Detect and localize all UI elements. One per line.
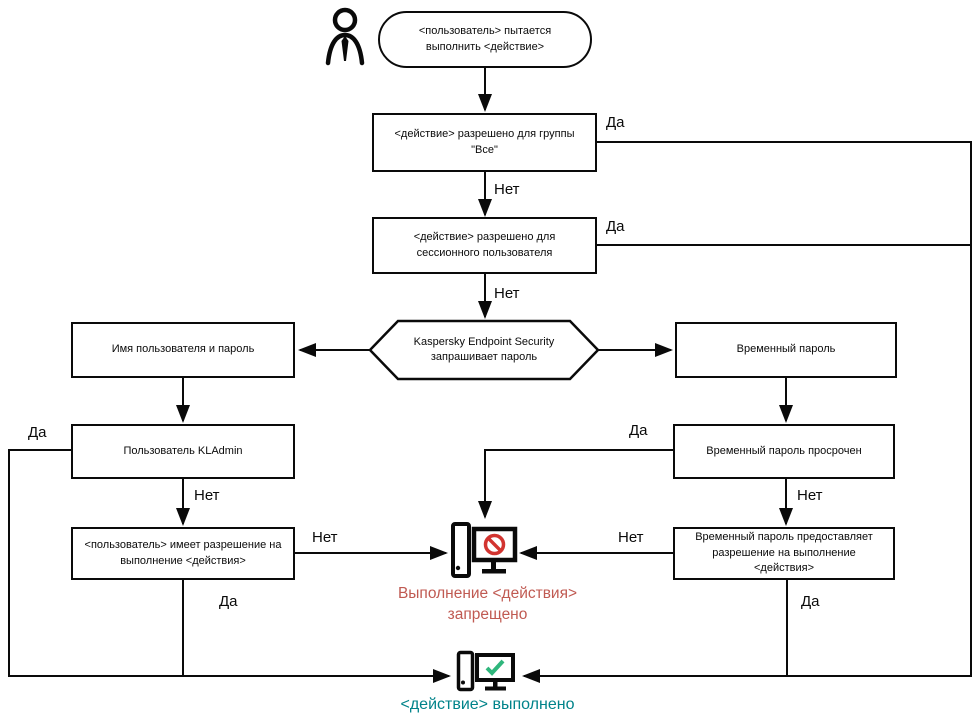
denied-text-line1: Выполнение <действия> [397, 585, 578, 602]
node-user-has-permission: <пользователь> имеет разрешение на выпол… [71, 527, 295, 580]
label-yes-kladmin: Да [28, 424, 47, 441]
label-no-userperm: Нет [312, 529, 338, 546]
label-no-all: Нет [494, 181, 520, 198]
denied-text: Выполнение <действия> запрещено [380, 584, 595, 626]
node-kes-prompts-password: Kaspersky Endpoint Security запрашивает … [413, 335, 555, 363]
edge-kladmin-yes-to-done [8, 449, 451, 683]
label-yes-userperm: Да [219, 593, 238, 610]
label-no-kladmin: Нет [194, 487, 220, 504]
node-start: <пользователь> пытается выполнить <дейст… [378, 11, 592, 68]
edge-all-yes-to-done [522, 141, 972, 683]
node-temp-password-grants: Временный пароль предоставляет разрешени… [673, 527, 895, 580]
node-user-kladmin: Пользователь KLAdmin [71, 424, 295, 479]
node-temporary-password: Временный пароль [675, 322, 897, 378]
node-username-and-password: Имя пользователя и пароль [71, 322, 295, 378]
label-no-session: Нет [494, 285, 520, 302]
label-yes-grants: Да [801, 593, 820, 610]
node-action-allowed-for-all: <действие> разрешено для группы "Все" [372, 113, 597, 172]
prohibition-icon [483, 533, 506, 556]
label-yes-all: Да [606, 114, 625, 131]
denied-text-line2: запрещено [447, 605, 528, 623]
label-no-expired: Нет [797, 487, 823, 504]
edge-expired-yes-to-denied [478, 449, 673, 519]
node-action-allowed-for-session: <действие> разрешено для сессионного пол… [372, 217, 597, 274]
computer-denied-icon [449, 520, 519, 586]
done-text: <действие> выполнено [400, 696, 575, 713]
user-icon [320, 5, 368, 67]
label-no-grants: Нет [618, 529, 644, 546]
computer-done-icon [455, 649, 519, 697]
node-temp-password-expired: Временный пароль просрочен [673, 424, 895, 479]
label-yes-session: Да [606, 218, 625, 235]
checkmark-icon [485, 659, 505, 676]
label-yes-expired: Да [629, 422, 648, 439]
hexagon-shape [368, 319, 600, 381]
